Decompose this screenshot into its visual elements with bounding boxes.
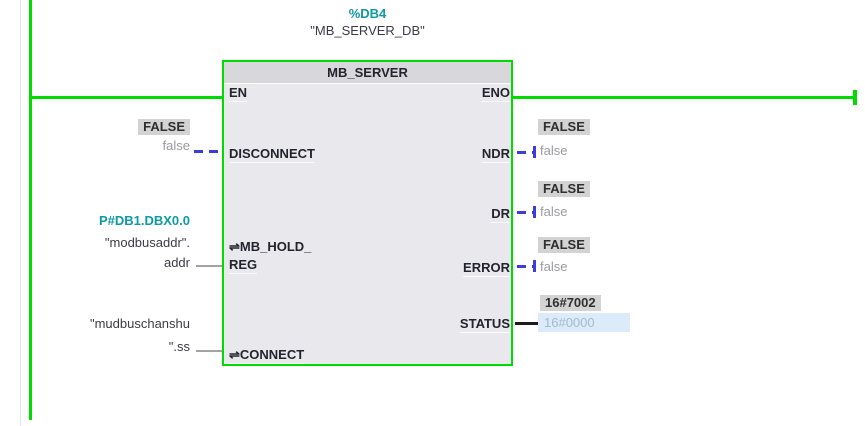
- dr-operand[interactable]: false: [540, 204, 568, 219]
- connect-wire: [196, 350, 222, 352]
- connect-operand-line2[interactable]: ".ss: [168, 339, 190, 354]
- disconnect-wire: [194, 150, 222, 153]
- error-monitor-value: FALSE: [538, 237, 590, 253]
- status-wire: [515, 322, 538, 325]
- pin-mb-hold-reg-line1[interactable]: ⇌MB_HOLD_: [229, 239, 312, 254]
- instance-db-name[interactable]: "MB_SERVER_DB": [310, 23, 425, 38]
- mb-hold-reg-operand-line2[interactable]: addr: [163, 255, 190, 270]
- pin-connect[interactable]: ⇌CONNECT: [229, 347, 305, 364]
- pin-error[interactable]: ERROR: [463, 260, 510, 277]
- ndr-operand[interactable]: false: [540, 143, 568, 158]
- error-operand[interactable]: false: [540, 259, 568, 274]
- pin-ndr[interactable]: NDR: [481, 146, 510, 163]
- pin-en[interactable]: EN: [229, 85, 248, 102]
- pin-disconnect[interactable]: DISCONNECT: [229, 146, 315, 163]
- error-wire-end-tick: [533, 260, 536, 272]
- ndr-wire-end-tick: [533, 146, 536, 158]
- power-rail: [29, 0, 32, 420]
- mb-hold-reg-address: P#DB1.DBX0.0: [98, 213, 190, 228]
- pin-dr[interactable]: DR: [491, 206, 510, 223]
- en-wire: [30, 96, 222, 99]
- ndr-wire: [517, 151, 534, 154]
- dr-wire: [517, 211, 534, 214]
- pin-eno[interactable]: ENO: [481, 85, 510, 102]
- eno-wire-end-tick: [853, 90, 857, 105]
- network-margin-line: [20, 0, 21, 426]
- mb-hold-reg-wire: [196, 265, 222, 267]
- ndr-monitor-value: FALSE: [538, 119, 590, 135]
- pin-mb-hold-reg-line2[interactable]: REG: [229, 257, 258, 274]
- dr-monitor-value: FALSE: [538, 181, 590, 197]
- mb-server-block[interactable]: MB_SERVER: [222, 60, 513, 366]
- mb-hold-reg-operand-line1[interactable]: "modbusaddr".: [104, 235, 190, 250]
- error-wire: [517, 265, 534, 268]
- dr-wire-end-tick: [533, 206, 536, 218]
- eno-wire: [513, 96, 856, 99]
- disconnect-operand[interactable]: false: [162, 138, 190, 153]
- pin-status[interactable]: STATUS: [459, 316, 510, 333]
- instance-db-address[interactable]: %DB4: [348, 6, 387, 21]
- block-title[interactable]: MB_SERVER: [224, 62, 511, 84]
- disconnect-monitor-value: FALSE: [138, 119, 190, 135]
- status-operand-field[interactable]: 16#0000: [538, 313, 630, 332]
- status-monitor-value: 16#7002: [540, 295, 601, 311]
- connect-operand-line1[interactable]: "mudbuschanshu: [89, 316, 190, 331]
